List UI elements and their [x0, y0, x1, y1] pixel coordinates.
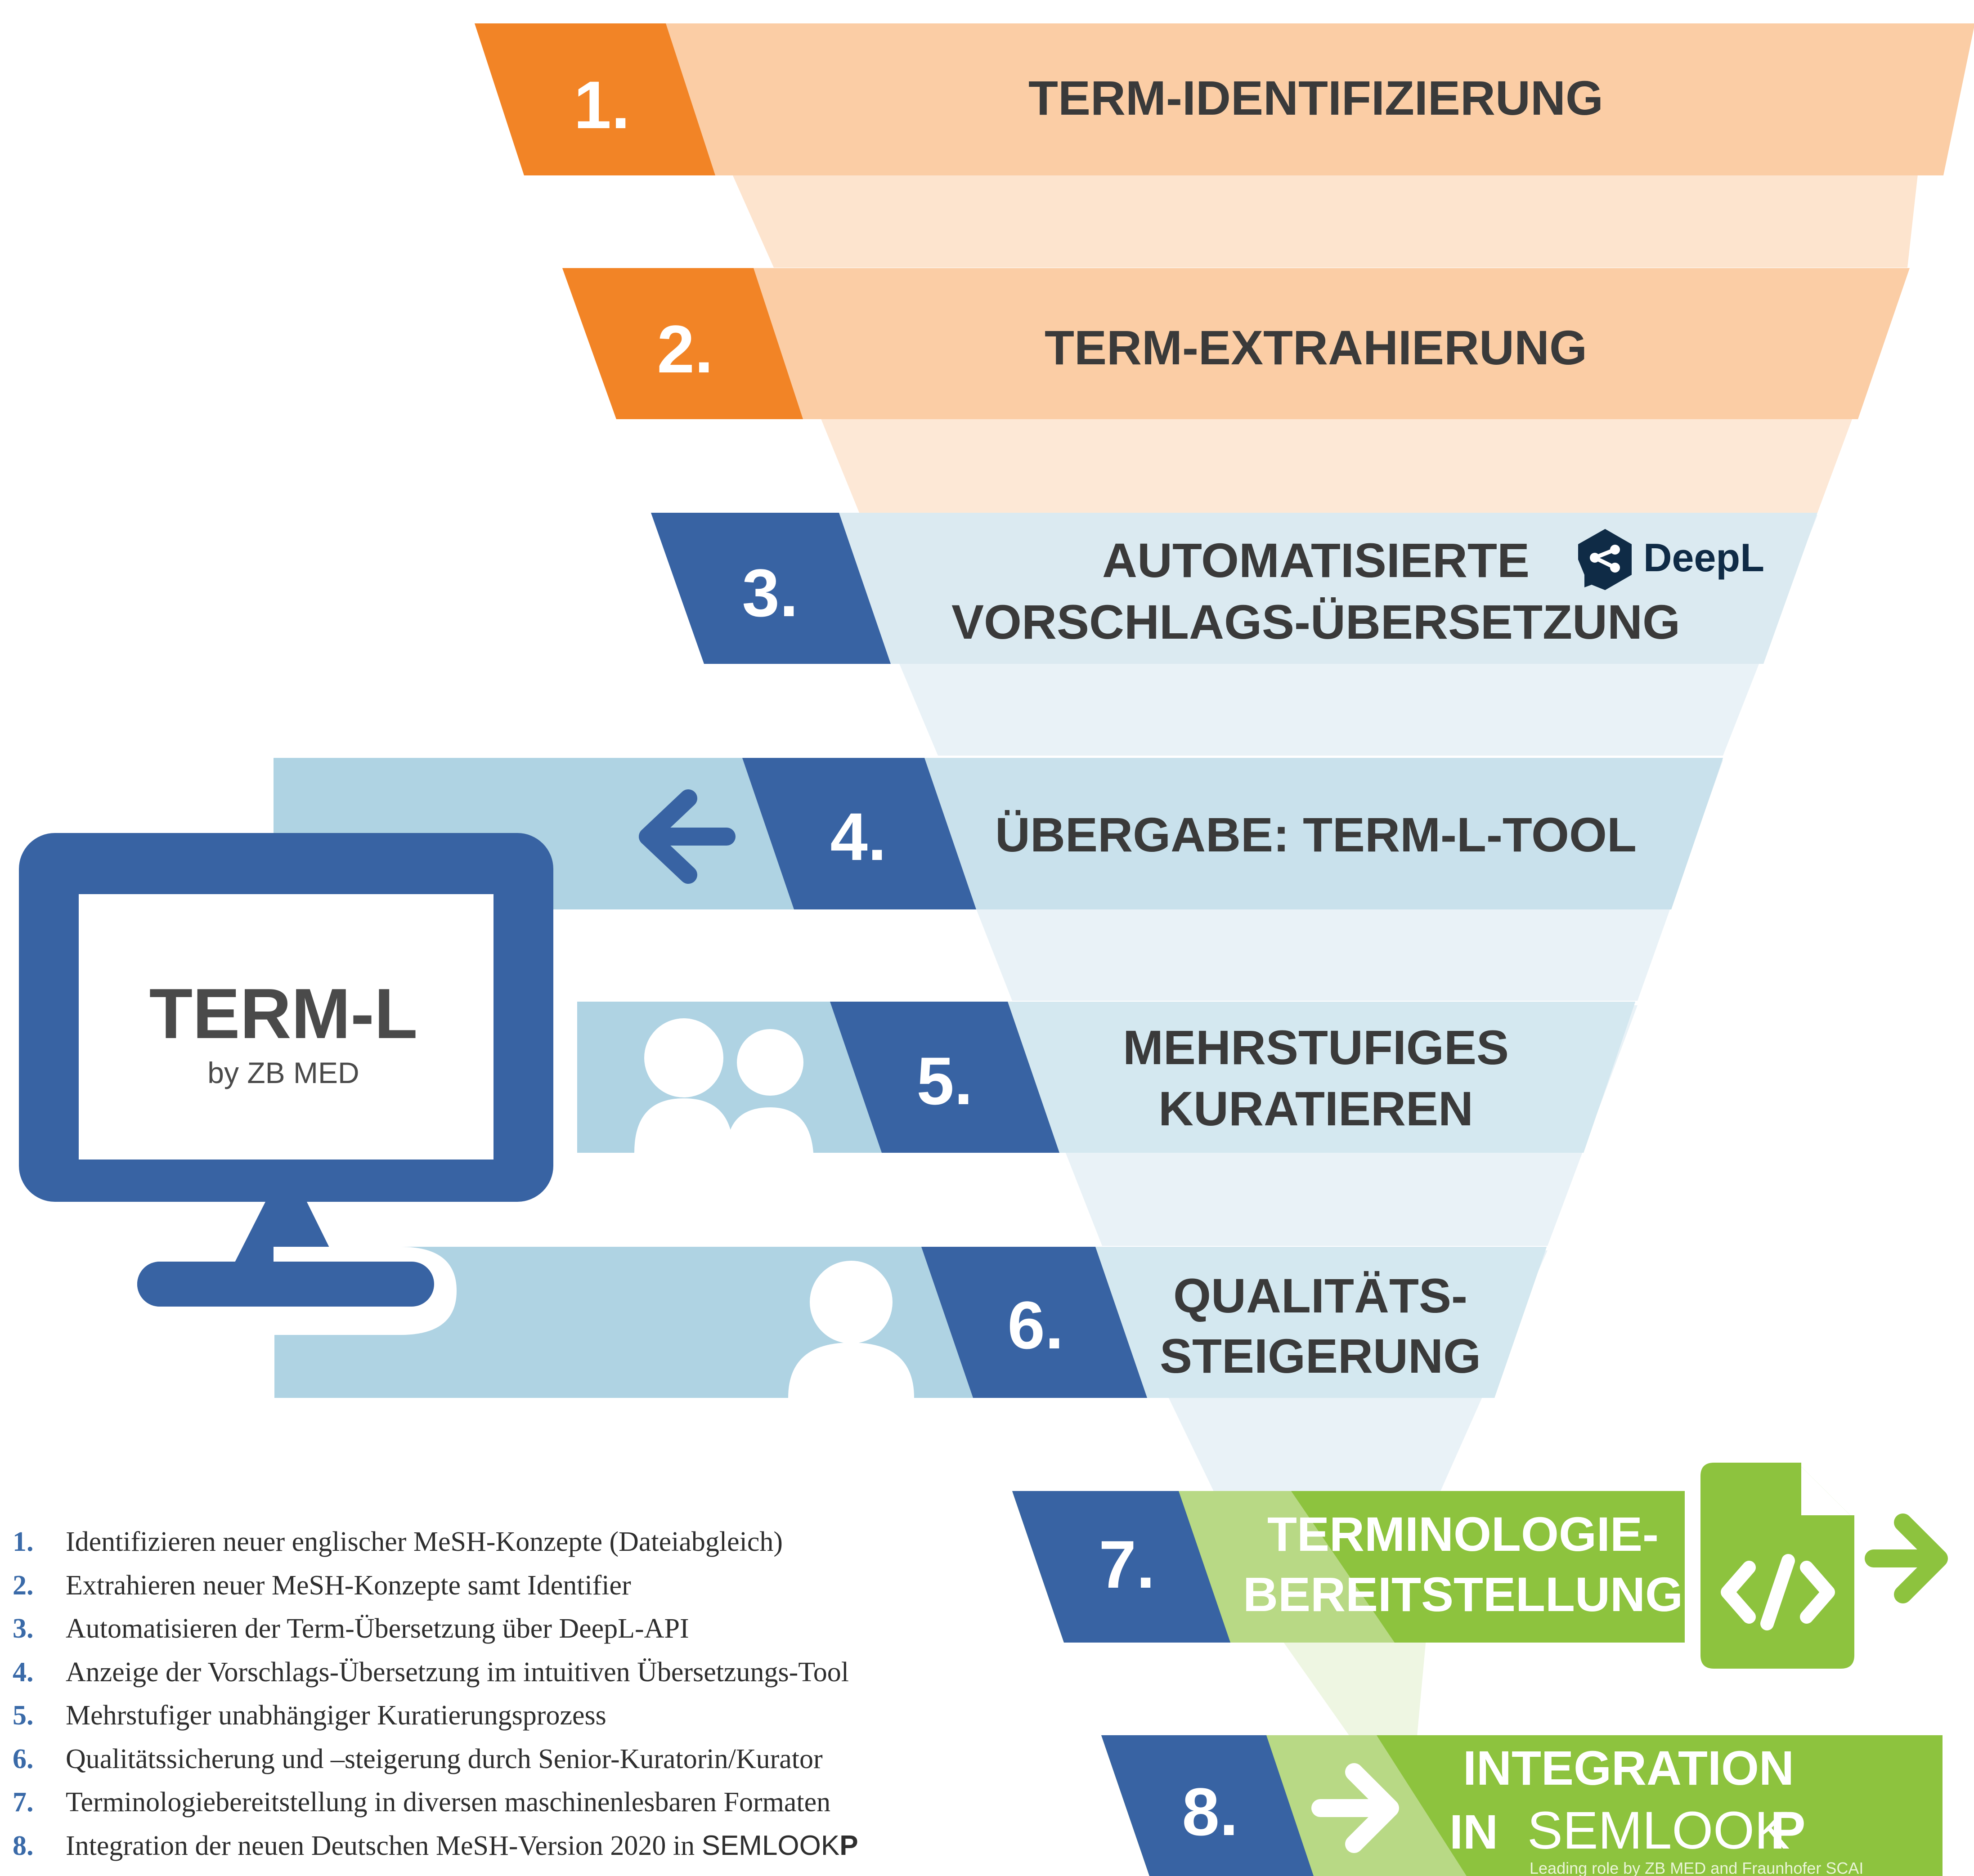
legend-number: 1.	[13, 1527, 34, 1557]
step-5: 5. MEHRSTUFIGES KURATIEREN	[577, 1002, 1635, 1153]
person-icon	[788, 1261, 914, 1398]
legend-text: Mehrstufiger unabhängiger Kuratierungspr…	[66, 1700, 606, 1731]
code-file-icon	[1700, 1463, 1854, 1669]
legend-item: 2. Extrahieren neuer MeSH-Konzepte samt I…	[13, 1564, 1047, 1607]
step-4-label: ÜBERGABE: TERM-L-TOOL	[995, 807, 1637, 862]
semlookp-logo-bold: P	[1770, 1801, 1806, 1860]
step-2-number: 2.	[657, 311, 713, 387]
step-1-band	[475, 23, 1974, 175]
step-7-band-light	[1179, 1491, 1395, 1643]
legend-number: 6.	[13, 1743, 34, 1774]
step-2-number-block	[562, 268, 803, 419]
step-4-band	[742, 758, 1723, 909]
monitor-screen-group: TERM-L by ZB MED	[19, 833, 553, 1307]
step-5-number: 5.	[916, 1043, 973, 1119]
step-8: 8. INTEGRATION IN SEMLOOK P Leading role…	[1101, 1735, 1943, 1876]
step-4-number: 4.	[830, 799, 886, 874]
step-2-label: TERM-EXTRAHIERUNG	[1045, 320, 1587, 375]
step-3-label-line1: AUTOMATISIERTE	[1102, 533, 1530, 587]
semlookp-logo-light: SEMLOOK	[1527, 1801, 1790, 1860]
step-2-band	[562, 268, 1910, 419]
step-6-label-line1: QUALITÄTS-	[1173, 1268, 1467, 1323]
step-6-number: 6.	[1007, 1287, 1063, 1363]
legend-text: Integration der neuen Deutschen MeSH-Ver…	[66, 1830, 695, 1861]
step-8-number: 8.	[1182, 1774, 1238, 1849]
step-1-label: TERM-IDENTIFIZIERUNG	[1028, 71, 1603, 125]
integration-arrow-icon	[1311, 1763, 1399, 1853]
step-1-number: 1.	[574, 67, 630, 143]
step-3: 3. AUTOMATISIERTE VORSCHLAGS-ÜBERSETZUNG…	[651, 513, 1817, 664]
two-persons-icon	[634, 1018, 813, 1153]
legend-text: Identifizieren neuer englischer MeSH-Kon…	[66, 1527, 783, 1557]
legend-item: 5. Mehrstufiger unabhängiger Kuratierungs…	[13, 1694, 1047, 1737]
step-3-number-block	[651, 513, 891, 664]
step-8-number-block	[1101, 1735, 1314, 1876]
step-5-label-line1: MEHRSTUFIGES	[1123, 1020, 1509, 1075]
step-3-label-line2: VORSCHLAGS-ÜBERSETZUNG	[951, 595, 1680, 649]
step-4-number-block	[742, 758, 976, 909]
legend-text: Automatisieren der Term-Übersetzung über…	[66, 1613, 689, 1644]
step-6: 6. QUALITÄTS- STEIGERUNG	[137, 1247, 1547, 1398]
monitor-base-front	[137, 1262, 434, 1307]
step-6-label-line2: STEIGERUNG	[1160, 1329, 1481, 1383]
legend-number: 2.	[13, 1570, 34, 1601]
step-7-number-block	[1012, 1491, 1230, 1643]
legend-item: 4. Anzeige der Vorschlags-Übersetzung im …	[13, 1651, 1047, 1694]
step-1: 1. TERM-IDENTIFIZIERUNG	[475, 23, 1974, 175]
step-6-number-block	[921, 1247, 1147, 1398]
legend-number: 3.	[13, 1613, 34, 1644]
step-7-label-line2: BEREITSTELLUNG	[1243, 1567, 1683, 1621]
monitor-screen	[79, 894, 494, 1160]
step-7-number: 7.	[1099, 1527, 1155, 1602]
deepl-logo-icon: DeepL	[1578, 529, 1764, 590]
step-3-band	[651, 513, 1817, 664]
step-5-number-block	[830, 1002, 1059, 1153]
step-5-label-line2: KURATIEREN	[1158, 1081, 1473, 1136]
legend-list: 1. Identifizieren neuer englischer MeSH-K…	[13, 1520, 1047, 1867]
legend-text: Qualitätssicherung und –steigerung durch…	[66, 1743, 823, 1774]
legend-text: Extrahieren neuer MeSH-Konzepte samt Ide…	[66, 1570, 631, 1601]
monitor-title: TERM-L	[149, 974, 418, 1053]
legend-text: Anzeige der Vorschlags-Übersetzung im in…	[66, 1657, 849, 1688]
legend-number: 5.	[13, 1700, 34, 1731]
legend-text: Terminologiebereitstellung in diversen m…	[66, 1787, 831, 1818]
step-7: 7. TERMINOLOGIE- BEREITSTELLUNG	[1012, 1463, 1948, 1669]
legend-item: 6. Qualitätssicherung und –steigerung dur…	[13, 1737, 1047, 1781]
legend-item: 1. Identifizieren neuer englischer MeSH-K…	[13, 1520, 1047, 1564]
monitor-subtitle: by ZB MED	[207, 1056, 359, 1089]
legend-semlookp-bold: P	[839, 1830, 858, 1861]
legend-item: 8. Integration der neuen Deutschen MeSH-V…	[13, 1824, 1047, 1868]
semlookp-tagline: Leading role by ZB MED and Fraunhofer SC…	[1530, 1859, 1863, 1876]
legend-semlookp-light: SEMLOOK	[701, 1830, 840, 1861]
step-3-number: 3.	[742, 555, 798, 631]
step-8-label-line1: INTEGRATION	[1463, 1741, 1794, 1795]
arrow-left-icon	[639, 789, 736, 884]
legend-item: 7. Terminologiebereitstellung in diversen…	[13, 1781, 1047, 1824]
deepl-logo-text: DeepL	[1643, 535, 1764, 580]
legend-item: 3. Automatisieren der Term-Übersetzung üb…	[13, 1607, 1047, 1651]
arrow-right-icon	[1865, 1513, 1948, 1603]
step-8-label-line2: IN	[1449, 1804, 1498, 1859]
step-4: 4. ÜBERGABE: TERM-L-TOOL	[274, 758, 1723, 909]
legend-number: 7.	[13, 1787, 34, 1818]
step-1-number-block	[475, 23, 715, 175]
step-2: 2. TERM-EXTRAHIERUNG	[562, 268, 1910, 419]
step-7-label-line1: TERMINOLOGIE-	[1267, 1507, 1659, 1561]
legend-number: 4.	[13, 1657, 34, 1688]
legend-number: 8.	[13, 1830, 34, 1861]
